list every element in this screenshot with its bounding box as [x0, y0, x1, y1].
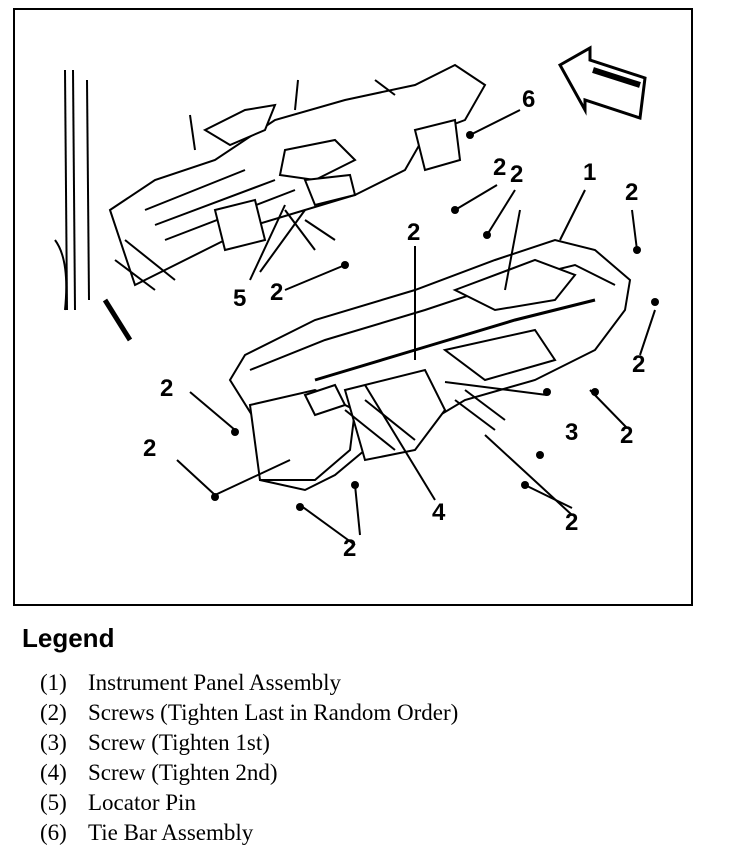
callout-5: 5	[233, 285, 246, 312]
legend-item-label: Tie Bar Assembly	[88, 820, 254, 845]
callout-2: 2	[493, 154, 506, 181]
screw-points	[211, 131, 659, 511]
forward-arrow-icon	[557, 45, 647, 120]
a-pillar	[54, 69, 133, 342]
callout-2: 2	[632, 351, 645, 378]
callout-2: 2	[407, 219, 420, 246]
callout-2: 2	[565, 509, 578, 536]
legend-item: (2) Screws (Tighten Last in Random Order)	[40, 698, 458, 728]
callout-2: 2	[620, 422, 633, 449]
callout-2: 2	[160, 375, 173, 402]
callout-6: 6	[522, 86, 535, 113]
legend-item: (6) Tie Bar Assembly	[40, 818, 458, 848]
instrument-panel-assembly	[228, 238, 632, 492]
callout-3: 3	[565, 419, 578, 446]
legend-item-number: (2)	[40, 700, 67, 725]
legend-item-label: Screws (Tighten Last in Random Order)	[88, 700, 459, 725]
diagram-frame: 1 2 2 2 2 2 2 2 2 2 2 2 3 4 5 6	[13, 8, 693, 606]
legend-item: (1) Instrument Panel Assembly	[40, 668, 458, 698]
leader-lines	[176, 109, 656, 546]
legend-item-number: (3)	[40, 730, 67, 755]
callout-1: 1	[583, 159, 596, 186]
callout-2: 2	[270, 279, 283, 306]
callout-2: 2	[510, 161, 523, 188]
legend-item-label: Screw (Tighten 2nd)	[88, 760, 278, 785]
legend-item-label: Instrument Panel Assembly	[88, 670, 341, 695]
callout-2: 2	[625, 179, 638, 206]
legend-item-number: (4)	[40, 760, 67, 785]
legend-item: (4) Screw (Tighten 2nd)	[40, 758, 458, 788]
tie-bar-assembly	[108, 63, 487, 291]
legend-item-number: (6)	[40, 820, 67, 845]
callout-2: 2	[143, 435, 156, 462]
legend-list: (1) Instrument Panel Assembly (2) Screws (…	[40, 668, 458, 848]
legend-item-number: (1)	[40, 670, 67, 695]
legend-item-number: (5)	[40, 790, 67, 815]
legend-item: (3) Screw (Tighten 1st)	[40, 728, 458, 758]
legend-item-label: Locator Pin	[88, 790, 196, 815]
legend-item-label: Screw (Tighten 1st)	[88, 730, 270, 755]
legend-title: Legend	[22, 623, 115, 653]
instrument-panel-diagram: 1 2 2 2 2 2 2 2 2 2 2 2 3 4 5 6	[54, 45, 659, 562]
callout-2: 2	[343, 535, 356, 562]
callout-4: 4	[432, 499, 446, 526]
legend-item: (5) Locator Pin	[40, 788, 458, 818]
